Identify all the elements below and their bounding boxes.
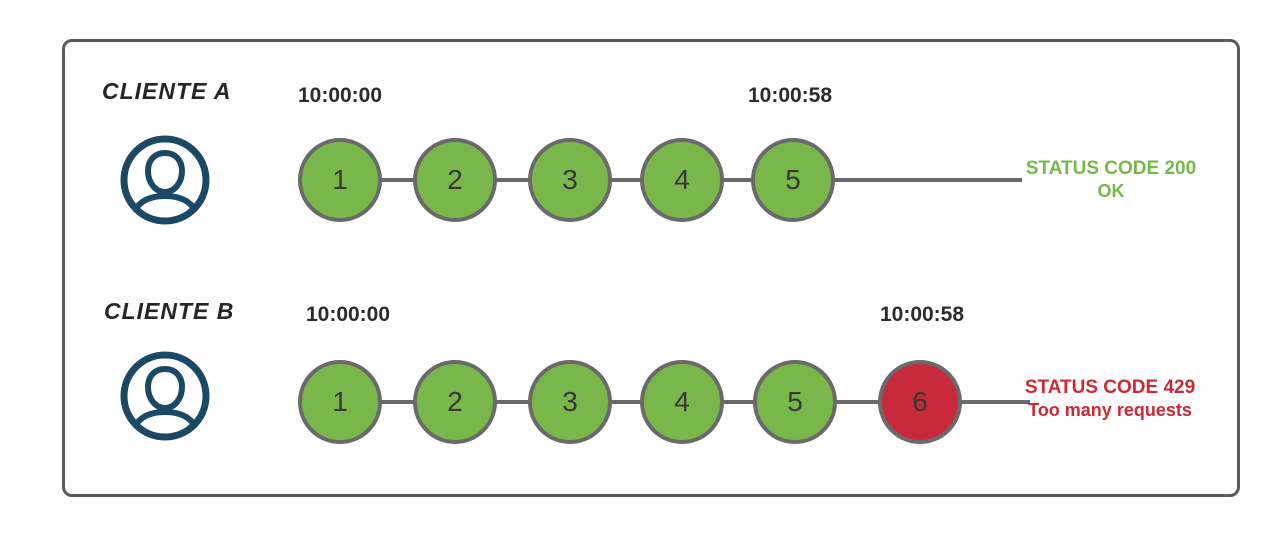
request-circle: 2 — [413, 138, 497, 222]
request-number: 1 — [332, 386, 348, 417]
end-time-label: 10:00:58 — [747, 84, 833, 107]
status-code-label: STATUS CODE 429 — [1024, 377, 1196, 398]
user-icon — [117, 132, 213, 228]
request-number: 3 — [562, 164, 578, 195]
status-code-label: STATUS CODE 200 — [1025, 158, 1197, 179]
status-description-label: Too many requests — [1028, 400, 1192, 420]
request-number: 3 — [562, 386, 578, 417]
request-number: 1 — [332, 164, 348, 195]
status-description-label: OK — [1097, 181, 1125, 201]
request-circle: 5 — [753, 360, 837, 444]
request-number: 5 — [787, 386, 803, 417]
request-circle: 4 — [640, 360, 724, 444]
client-b-label: CLIENTE B — [104, 298, 235, 324]
request-number: 5 — [785, 164, 801, 195]
request-circle: 3 — [528, 138, 612, 222]
status-label: STATUS CODE 200 OK — [1011, 157, 1211, 203]
request-circle-blocked: 6 — [878, 360, 962, 444]
status-label: STATUS CODE 429 Too many requests — [1010, 376, 1210, 422]
request-circle: 2 — [413, 360, 497, 444]
request-circle: 1 — [298, 138, 382, 222]
request-circle: 3 — [528, 360, 612, 444]
user-icon — [117, 348, 213, 444]
request-number: 2 — [447, 386, 463, 417]
request-circle: 4 — [640, 138, 724, 222]
request-circle: 1 — [298, 360, 382, 444]
start-time-label: 10:00:00 — [305, 303, 391, 326]
client-a-label: CLIENTE A — [102, 78, 232, 104]
request-number: 4 — [674, 386, 690, 417]
request-circle: 5 — [751, 138, 835, 222]
end-time-label: 10:00:58 — [879, 303, 965, 326]
request-number: 2 — [447, 164, 463, 195]
request-number: 4 — [674, 164, 690, 195]
start-time-label: 10:00:00 — [297, 84, 383, 107]
request-number: 6 — [912, 386, 928, 417]
